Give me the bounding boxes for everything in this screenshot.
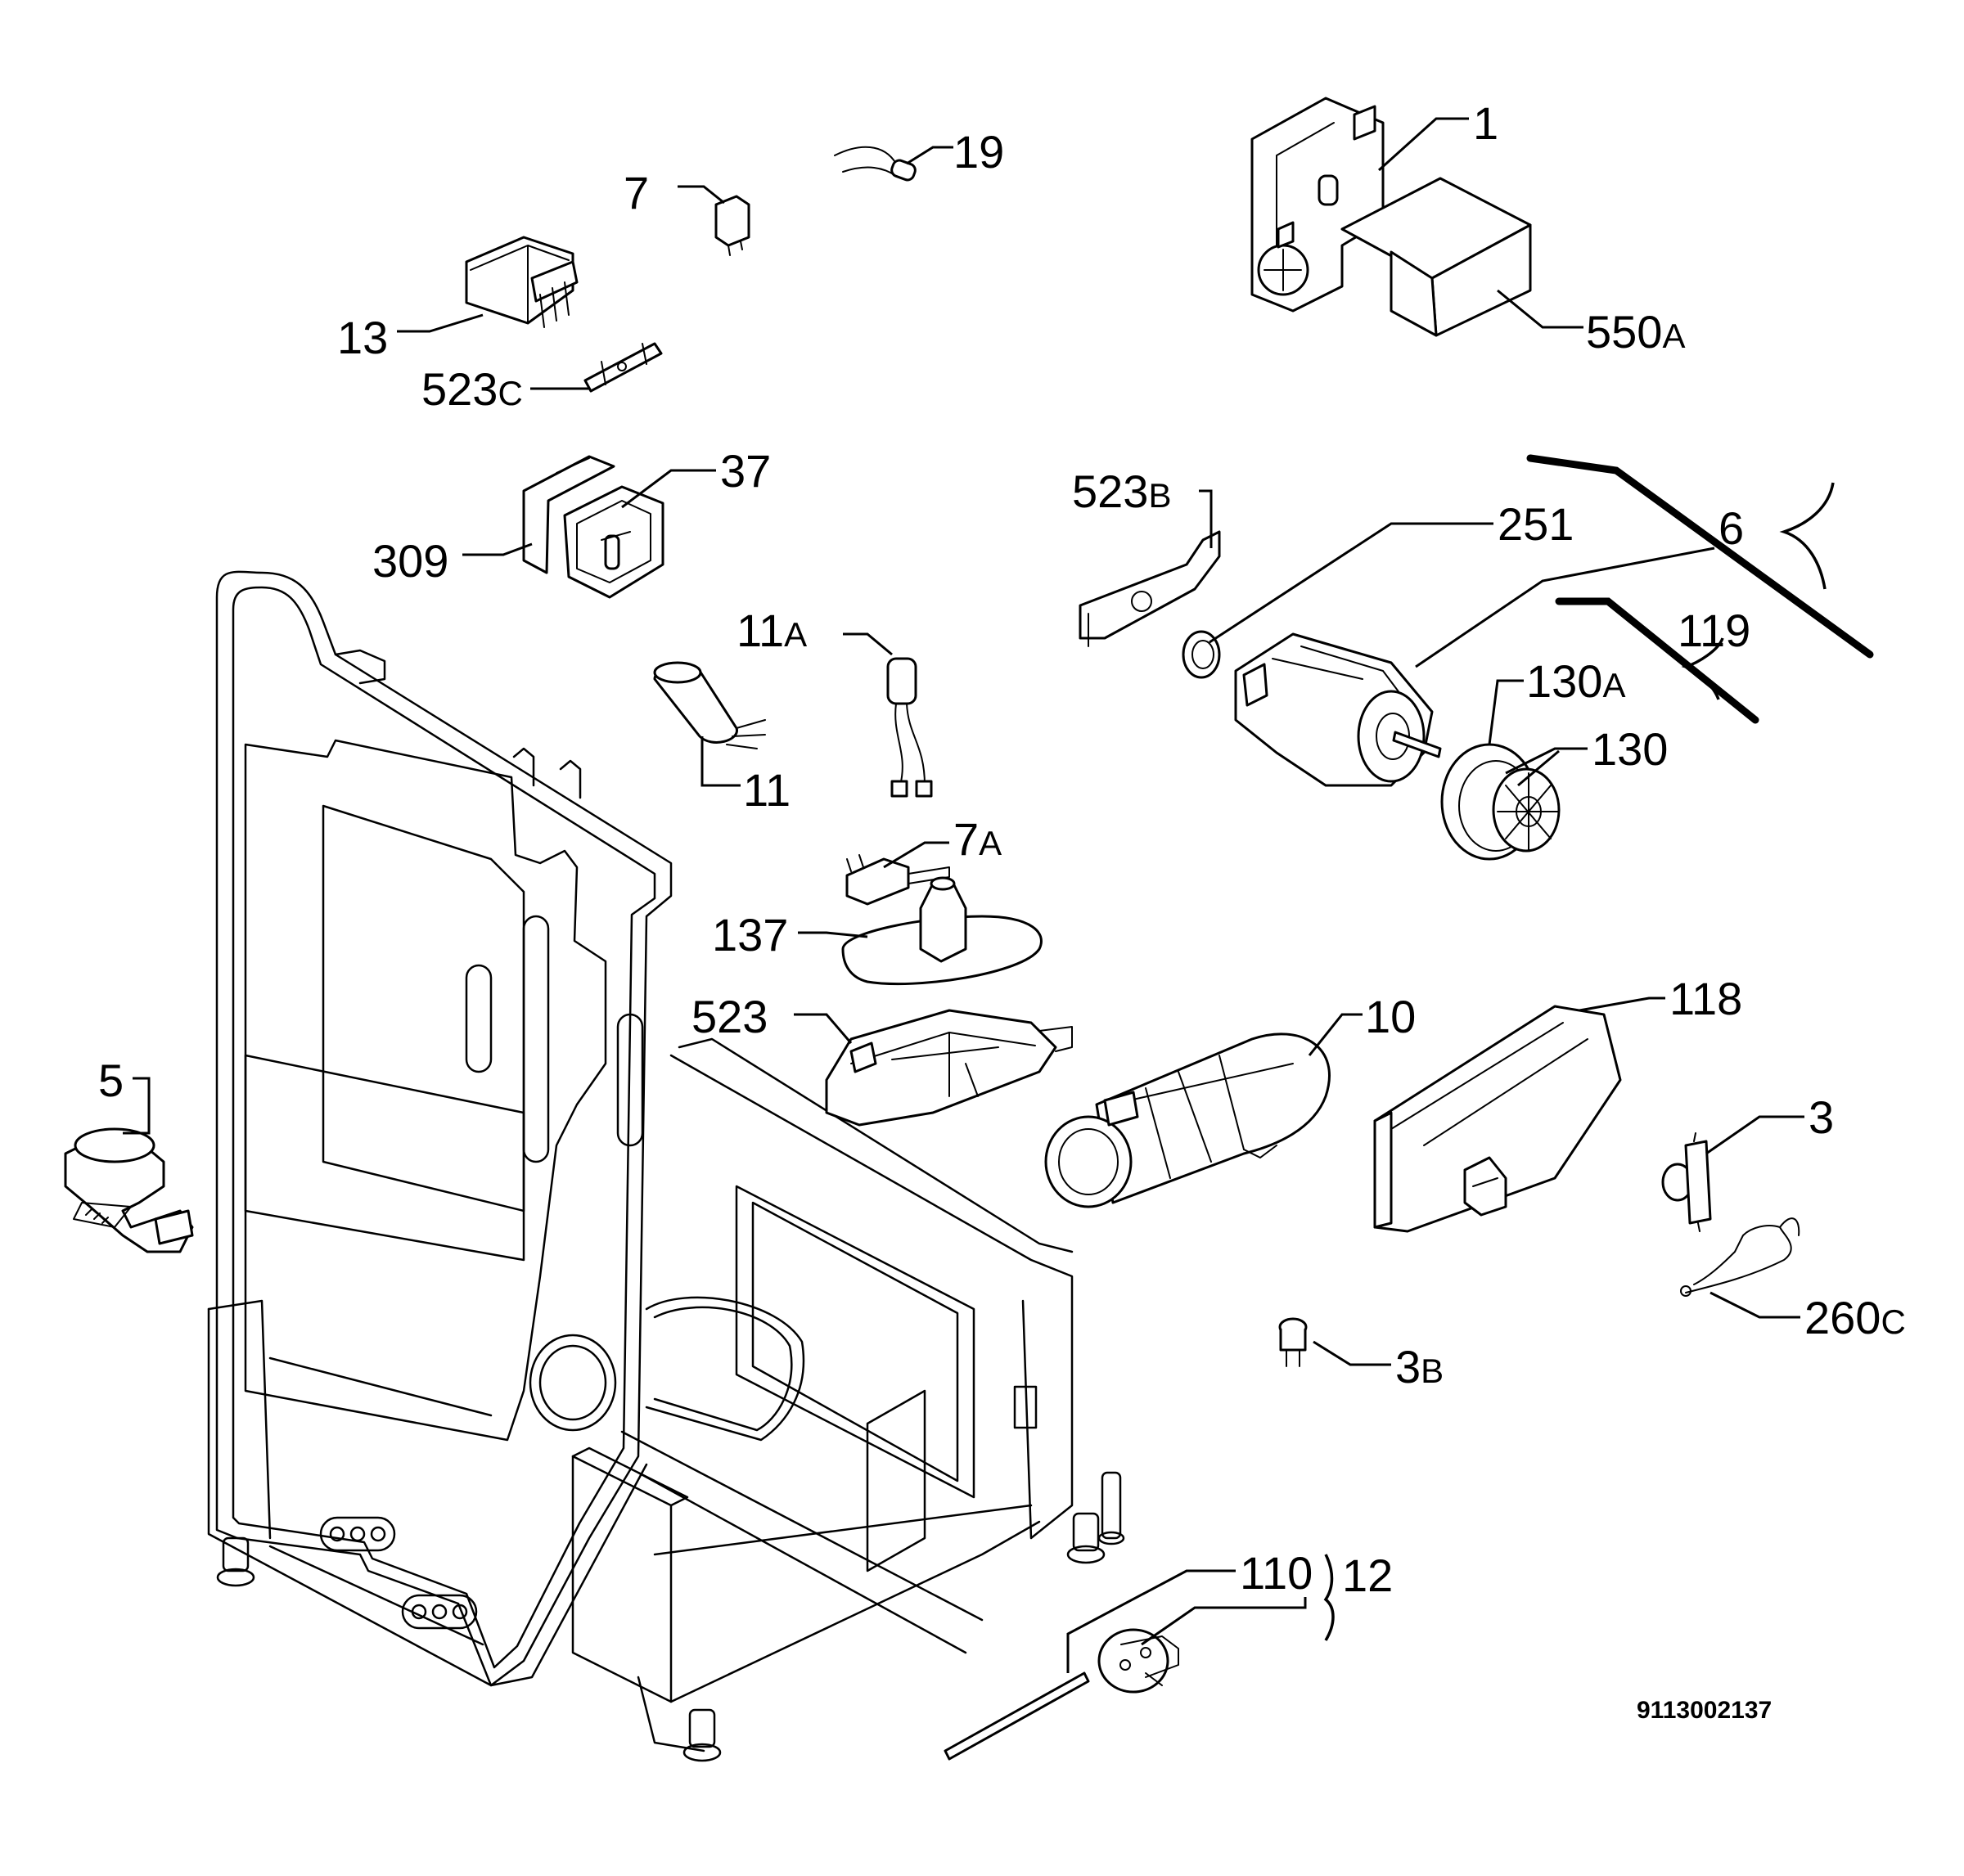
part-3b-sensor	[1278, 1317, 1308, 1367]
label-251: 251	[1498, 498, 1574, 550]
label-130: 130	[1592, 723, 1668, 775]
part-523-float-housing	[825, 1009, 1073, 1127]
label-110: 110	[1240, 1547, 1313, 1599]
label-12: 12	[1342, 1550, 1393, 1601]
part-110-sensor	[944, 1628, 1179, 1761]
label-11a: 11A	[736, 605, 807, 656]
label-5: 5	[98, 1055, 124, 1106]
part-118-dispenser	[1373, 1005, 1622, 1233]
part-7-micro-switch	[714, 195, 750, 256]
part-labels: 1 550A 19 7 13 523C 37 309 523B 251 6 11…	[98, 97, 1906, 1724]
part-37-cover	[563, 485, 664, 599]
label-1: 1	[1473, 97, 1498, 149]
assembly-brackets	[1323, 454, 1874, 1641]
label-7a: 7A	[953, 813, 1002, 865]
part-7a-switch	[845, 854, 950, 906]
part-523c-bracket	[583, 342, 663, 393]
label-118: 118	[1669, 973, 1742, 1024]
part-137-float	[841, 876, 1043, 986]
label-309: 309	[372, 535, 448, 587]
part-13-door-lock	[465, 236, 579, 328]
label-523b: 523B	[1072, 466, 1171, 517]
part-19-wire-component	[834, 146, 917, 182]
label-3: 3	[1809, 1091, 1834, 1143]
label-260c: 260C	[1804, 1292, 1906, 1343]
part-5-inlet-valve	[64, 1127, 194, 1253]
label-10: 10	[1365, 991, 1416, 1042]
label-3b: 3B	[1395, 1341, 1444, 1392]
part-1-programmer	[1250, 97, 1385, 313]
label-119: 119	[1678, 605, 1750, 656]
part-550a-box	[1340, 177, 1532, 337]
label-137: 137	[712, 909, 788, 960]
part-6-motor	[1234, 632, 1442, 787]
part-3-thermostat	[1661, 1132, 1712, 1232]
part-10-heater	[1044, 1032, 1331, 1208]
part-11-capacitor	[653, 661, 766, 749]
label-550a: 550A	[1586, 306, 1685, 358]
drawing-code: 9113002137	[1637, 1697, 1772, 1724]
label-13: 13	[337, 312, 388, 363]
part-260c-clip	[1680, 1217, 1800, 1297]
part-523b-bracket	[1079, 530, 1221, 647]
label-19: 19	[953, 126, 1004, 178]
label-130a: 130A	[1526, 655, 1625, 707]
label-6: 6	[1718, 502, 1744, 554]
part-309-bracket	[522, 455, 615, 574]
dishwasher-frame	[207, 570, 1125, 1762]
label-523: 523	[691, 991, 768, 1042]
label-7: 7	[624, 167, 649, 218]
leader-lines	[123, 117, 1804, 1673]
label-523c: 523C	[421, 363, 523, 415]
part-11a-suppressor	[886, 657, 933, 798]
label-11: 11	[743, 764, 791, 816]
label-37: 37	[720, 445, 771, 497]
part-130-impeller	[1440, 743, 1561, 861]
